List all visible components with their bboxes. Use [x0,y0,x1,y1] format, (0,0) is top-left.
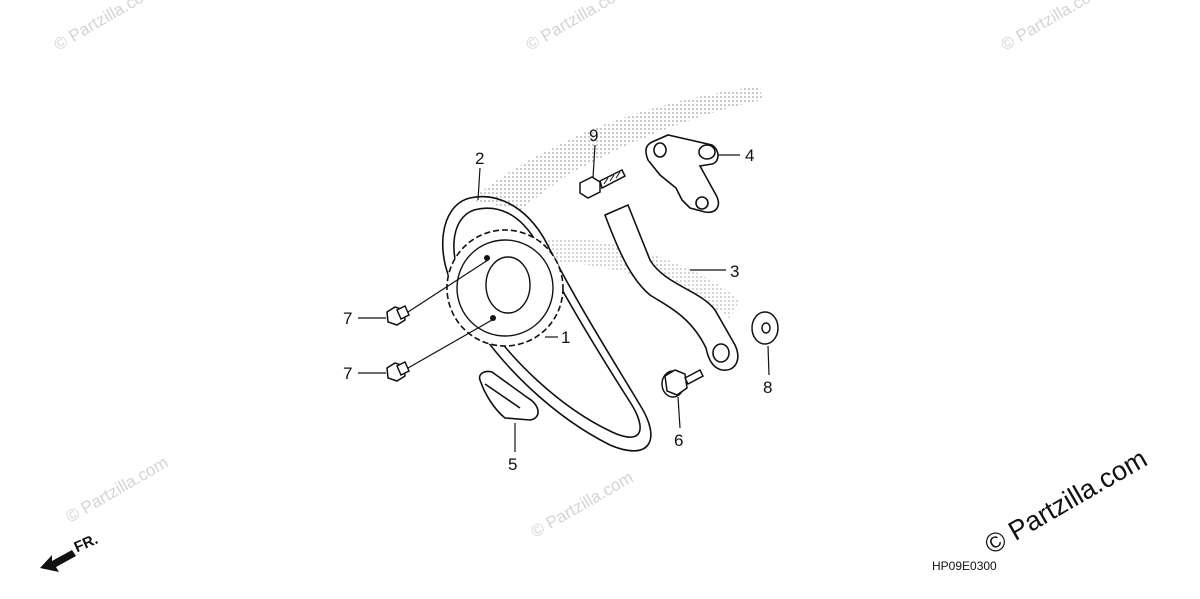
callout-7-upper: 7 [343,309,353,328]
callout-1: 1 [561,328,571,347]
callout-9: 9 [589,126,599,145]
callout-7-lower: 7 [343,364,353,383]
chain-slider [478,370,539,421]
callout-5: 5 [508,455,518,474]
frame-shading-lower [530,238,740,318]
callout-3: 3 [730,262,740,281]
chain-tensioner [645,134,720,214]
callout-2: 2 [475,149,485,168]
bolt-9 [579,168,627,199]
washer [751,311,779,345]
tensioner-arm [603,203,739,371]
sprocket [446,229,564,347]
callout-6: 6 [674,431,684,450]
callout-8: 8 [763,378,773,397]
callout-4: 4 [745,146,755,165]
diagram-code: HP09E0300 [932,559,997,573]
front-arrow-icon [40,550,76,572]
bolt-7-lower [386,360,410,382]
leader-lines [358,144,770,452]
bolt-7-upper [386,304,410,326]
frame-shading [470,86,762,210]
bolt-6 [661,368,704,398]
